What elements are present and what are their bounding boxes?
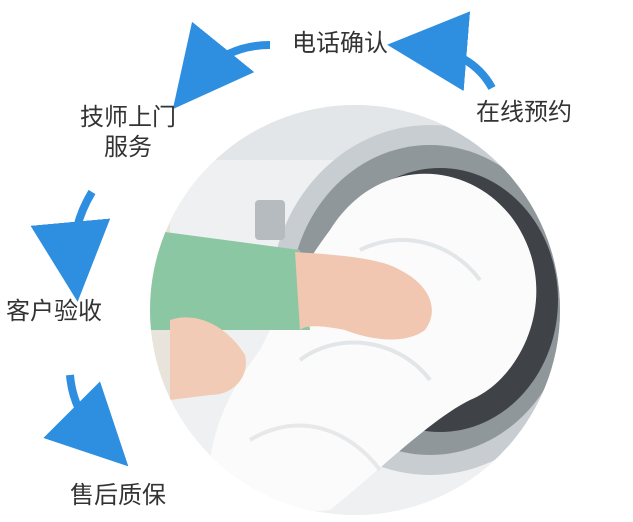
arrow-acceptance-to-aftersales [43,374,129,467]
step-online-booking: 在线预约 [476,98,572,126]
arrow-service-to-acceptance [30,189,111,302]
step-technician-service: 技师上门 服务 [80,102,176,162]
step-phone-confirm: 电话确认 [292,29,388,57]
step-technician-service-line2: 服务 [104,133,152,161]
step-after-sales: 售后质保 [70,481,166,509]
arrow-confirm-to-service [172,21,271,110]
step-technician-service-line1: 技师上门 [80,103,176,131]
step-customer-acceptance: 客户验收 [6,297,102,325]
arrow-booking-to-confirm [387,11,496,92]
